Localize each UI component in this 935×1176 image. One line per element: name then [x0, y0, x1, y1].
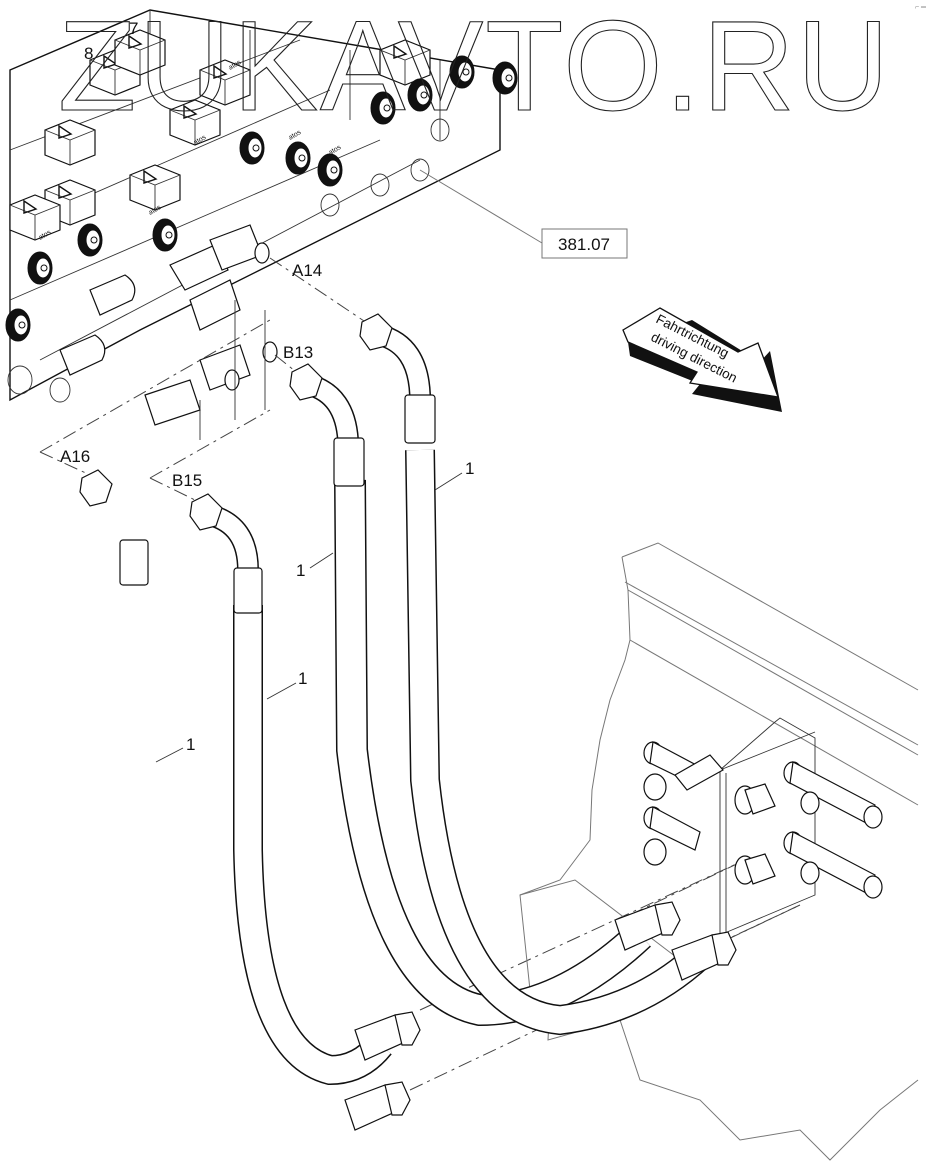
connection-label-b15: B15: [172, 471, 202, 490]
hose-callout-3: 1: [298, 669, 307, 688]
connection-label-a16: A16: [60, 447, 90, 466]
hose-a14: [359, 313, 737, 1036]
hose-callout-1: 1: [465, 459, 474, 478]
driving-direction-arrow: Fahrtrichtung driving direction: [622, 307, 782, 412]
svg-text:atos: atos: [328, 144, 343, 157]
port-fittings: [144, 224, 278, 440]
hydraulic-hoses: [79, 313, 737, 1154]
item-label-7: 7: [129, 19, 138, 38]
hose-b15: [189, 493, 421, 1086]
hose-callout-2: 1: [296, 561, 305, 580]
tee-fittings: [643, 741, 883, 899]
watermark: ZUKAVTO.RU: [58, 0, 891, 138]
solenoid-coils: [9, 29, 431, 241]
item-label-8: 8: [84, 44, 93, 63]
reference-callout: 381.07: [419, 169, 628, 259]
coil-connectors: [5, 55, 518, 342]
corner-mark: ⌐ ═: [915, 4, 926, 11]
connection-label-b13: B13: [283, 343, 313, 362]
reference-number: 381.07: [558, 235, 610, 254]
valve-block-assembly: atos atos atos atos atos atos: [5, 9, 518, 440]
mounting-frame: [519, 542, 919, 1161]
hose-b13: [289, 363, 681, 1027]
hose-callouts: 1 1 1 1: [155, 459, 474, 763]
connection-label-a14: A14: [292, 261, 322, 280]
hose-callout-4: 1: [186, 735, 195, 754]
